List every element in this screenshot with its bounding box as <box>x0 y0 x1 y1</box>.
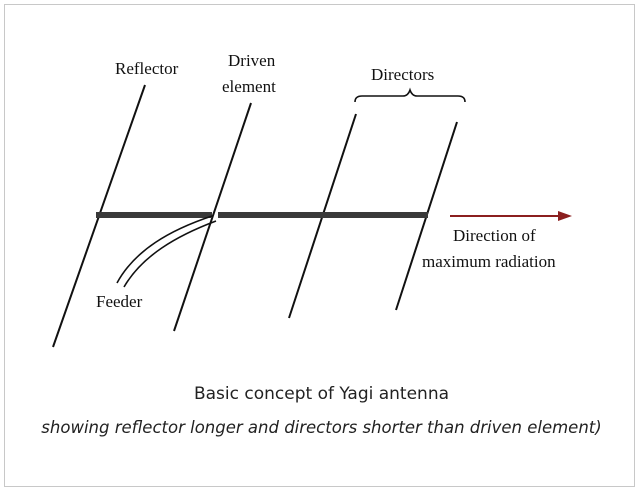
driven-element-label-line1: Driven <box>228 51 276 70</box>
feeder-label: Feeder <box>96 292 143 311</box>
reflector-label: Reflector <box>115 59 179 78</box>
feeder-line-outer <box>116 215 213 284</box>
driven-element <box>173 102 252 332</box>
driven-element-label-line2: element <box>222 77 276 96</box>
direction-label-line2: maximum radiation <box>422 252 556 271</box>
diagram-frame <box>4 4 635 487</box>
directors-brace <box>354 87 466 103</box>
directors-label: Directors <box>371 65 434 84</box>
caption-title: Basic concept of Yagi antenna <box>193 384 450 404</box>
feeder-line-inner <box>123 220 217 288</box>
direction-arrow-head <box>558 211 572 221</box>
caption-subtitle: showing reflector longer and directors s… <box>41 418 602 437</box>
direction-label-line1: Direction of <box>453 226 536 245</box>
